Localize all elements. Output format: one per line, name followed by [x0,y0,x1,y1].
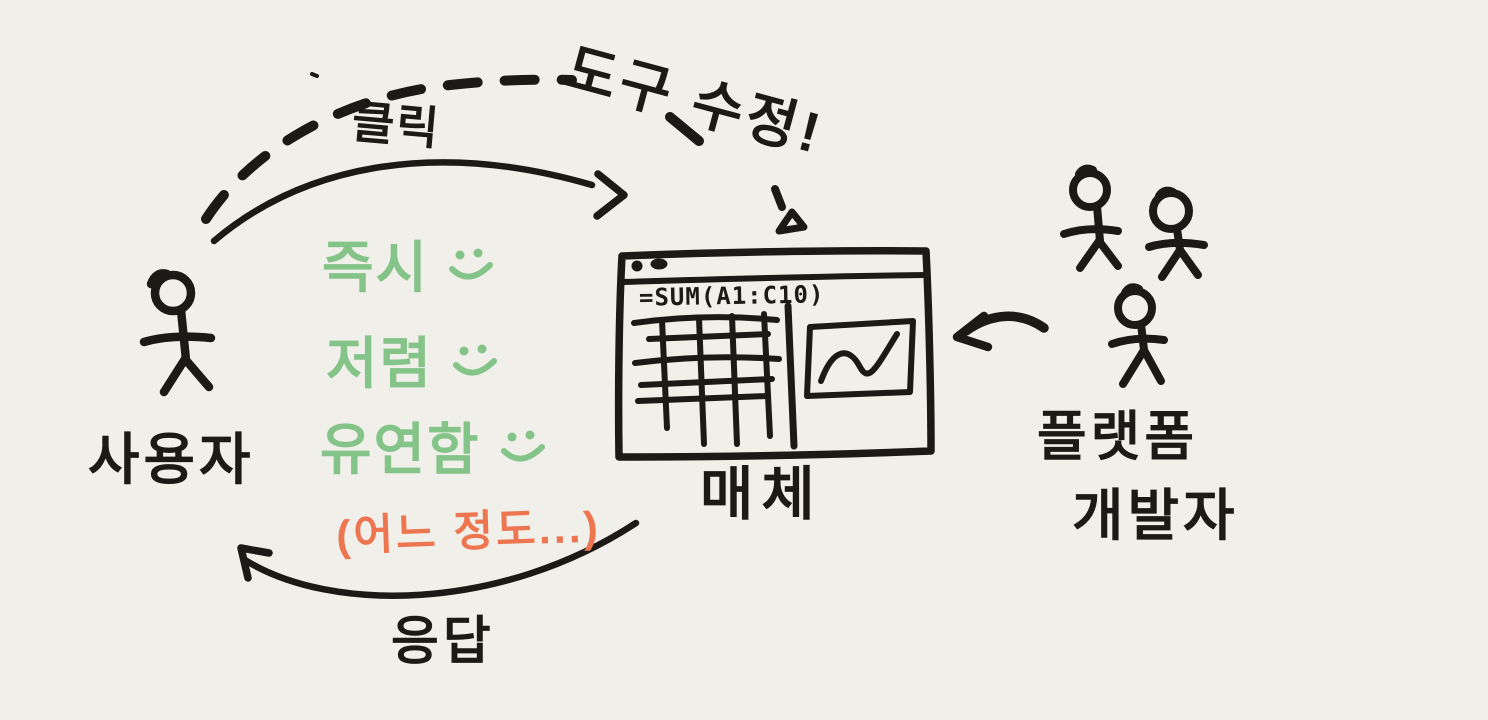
benefit-label: 저렴 [326,332,434,395]
developer-stick-figure-2 [1145,186,1208,281]
click-solid-arrow [210,159,628,245]
developer-label: 개발자 [1072,484,1239,547]
response-label: 응답 [391,613,495,671]
user-stick-figure [139,269,216,397]
click-label: 클릭 [349,95,443,155]
benefit-item: 즉시 [322,240,495,296]
response-arrow [237,519,640,599]
window-titlebar-line [619,272,929,285]
developer-stick-figure-3 [1108,283,1168,388]
user-label: 사용자 [88,428,255,491]
developers-to-medium-arrow [952,311,1049,352]
click-dashed-arc [201,72,704,224]
benefit-item: 유연함 [320,422,547,478]
platform-label: 플랫폼 [1037,407,1199,467]
spreadsheet-window-drawing [614,246,935,461]
developer-stick-figure-1 [1060,164,1122,272]
medium-label: 매체 [700,462,823,527]
smiley-icon [500,430,545,462]
caveat-label: (어느 정도...) [335,503,602,561]
smiley-icon [449,248,494,280]
smiley-icon [453,344,498,376]
benefit-label: 유연함 [320,418,481,481]
formula-text: =SUM(A1:C10) [638,280,825,312]
benefit-item: 저렴 [326,336,499,392]
benefit-label: 즉시 [322,236,430,299]
window-frame [614,246,935,461]
spreadsheet-grid [631,302,798,450]
window-control-dots [631,258,668,272]
mini-line-chart [804,318,916,399]
tool-modify-arrow [771,185,808,235]
